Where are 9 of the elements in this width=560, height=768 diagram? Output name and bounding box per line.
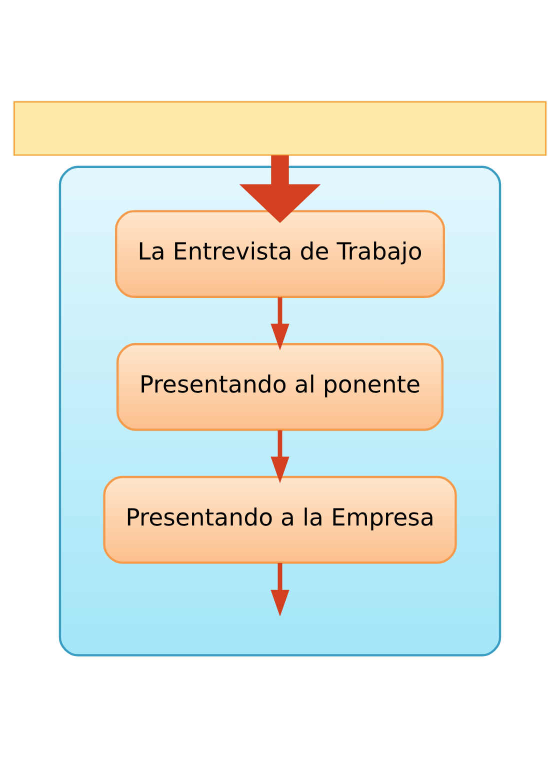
node-box: Presentando a la Empresa	[103, 475, 457, 564]
cluster	[58, 165, 502, 656]
node-box	[13, 100, 547, 156]
arrow	[270, 562, 290, 616]
node-box: Presentando al ponente	[116, 342, 444, 430]
arrow	[270, 430, 290, 483]
arrow	[239, 154, 321, 223]
arrow	[270, 296, 290, 350]
node-box: La Entrevista de Trabajo	[114, 210, 446, 298]
